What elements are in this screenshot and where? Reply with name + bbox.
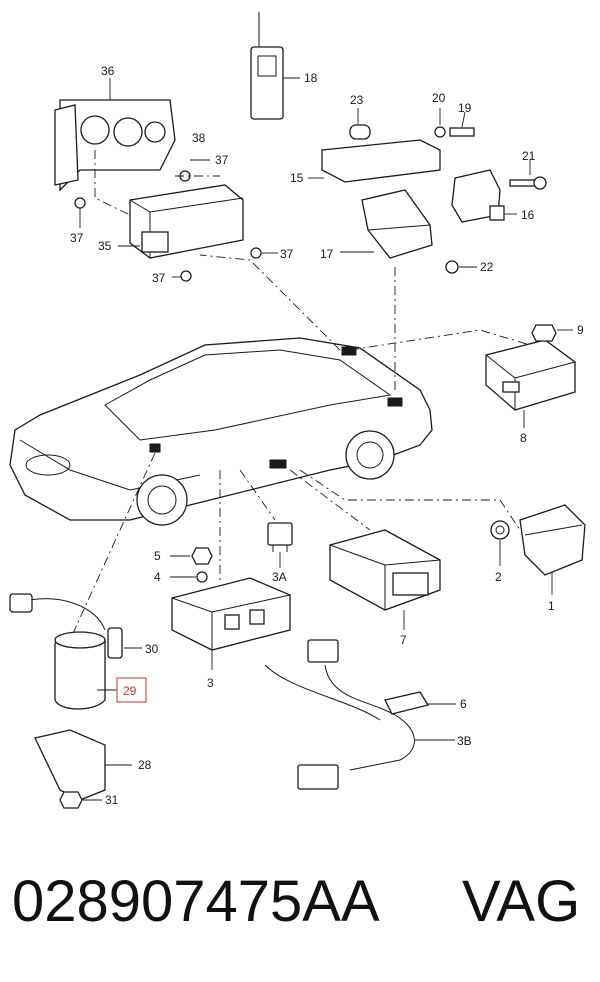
- callout-8: 8: [520, 431, 527, 445]
- nut-31: [59, 791, 102, 809]
- callout-19: 19: [458, 101, 472, 115]
- callout-23: 23: [350, 93, 364, 107]
- control-unit-16: [451, 169, 517, 223]
- component-29: [9, 593, 142, 710]
- callout-15: 15: [290, 171, 304, 185]
- callout-31: 31: [105, 793, 119, 807]
- control-unit-8: [485, 339, 576, 428]
- parts-diagram: 36 18 23 20 19 38 37 21 15 16 37 35 37 1…: [9, 12, 586, 809]
- callout-21: 21: [522, 149, 536, 163]
- bolt-23: [349, 108, 371, 140]
- callout-7: 7: [400, 633, 407, 647]
- part-number: 028907475AA: [12, 869, 380, 934]
- callout-29: 29: [123, 684, 137, 698]
- clip-6: [384, 691, 456, 715]
- control-unit-35: [118, 184, 244, 259]
- relay-carrier-3: [171, 577, 291, 670]
- highlight-box-29: [116, 677, 147, 703]
- callout-5: 5: [154, 549, 161, 563]
- callout-2: 2: [495, 570, 502, 584]
- bracket-15: [308, 139, 441, 183]
- callout-4: 4: [154, 570, 161, 584]
- car-body: [9, 337, 433, 526]
- nut-2: [490, 520, 510, 566]
- callout-37-right: 37: [280, 247, 294, 261]
- remote-transmitter: [250, 12, 300, 120]
- washer-bolt-20-19: [434, 108, 475, 138]
- callout-36: 36: [101, 64, 115, 78]
- callout-37-left: 37: [70, 231, 84, 245]
- callout-22: 22: [480, 260, 494, 274]
- wiring-harness-3B: [264, 639, 455, 790]
- callout-3: 3: [207, 676, 214, 690]
- callout-6: 6: [460, 697, 467, 711]
- bolt-21: [509, 160, 547, 190]
- nut-22: [445, 260, 477, 274]
- callout-20: 20: [432, 91, 446, 105]
- callout-3B: 3B: [457, 734, 472, 748]
- control-unit-17: [340, 189, 433, 259]
- nut-5-bolt-4: [170, 547, 213, 583]
- callout-30: 30: [145, 642, 159, 656]
- nut-9: [531, 324, 573, 342]
- callout-16: 16: [521, 208, 535, 222]
- callout-9: 9: [577, 323, 584, 337]
- callout-28: 28: [138, 758, 152, 772]
- bracket-assembly: [54, 78, 176, 192]
- callout-3A: 3A: [272, 570, 287, 584]
- callout-18: 18: [304, 71, 318, 85]
- control-unit-1: [519, 504, 586, 595]
- callout-37-top: 37: [215, 153, 229, 167]
- callout-17: 17: [320, 247, 334, 261]
- bracket-28: [34, 729, 132, 801]
- control-unit-7: [329, 529, 441, 630]
- callout-38: 38: [192, 131, 206, 145]
- relay-3A: [267, 522, 293, 568]
- callout-1: 1: [548, 599, 555, 613]
- brand-label: VAG: [462, 869, 581, 934]
- callout-35: 35: [98, 239, 112, 253]
- callout-37-bottom: 37: [152, 271, 166, 285]
